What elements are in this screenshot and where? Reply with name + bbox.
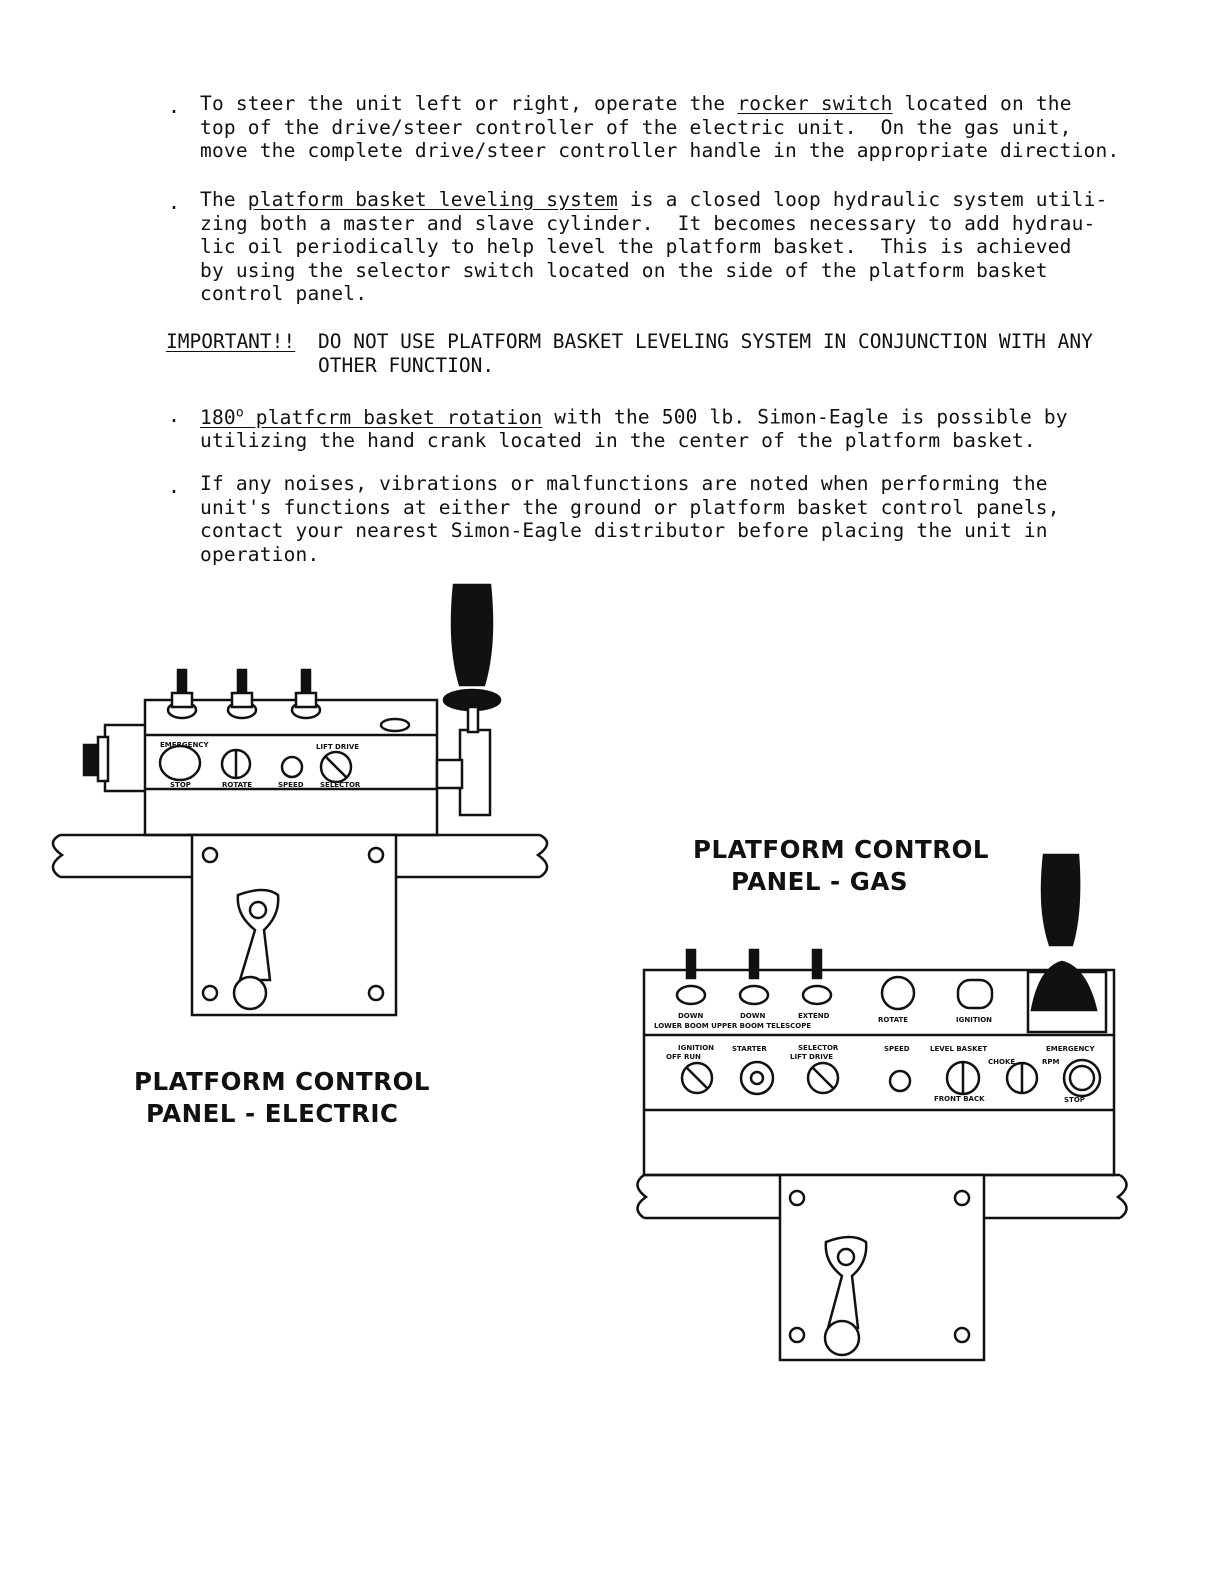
text: The [200,188,248,211]
caption-line: PANEL - GAS [731,867,908,896]
underlined-term: platform basket leveling system [247,188,618,211]
underlined-term: rocker switch [737,92,893,115]
paragraph-leveling: The platform basket leveling system is a… [200,188,1140,306]
bullet-dot: . [168,94,181,118]
toggle-switch-icon [801,948,833,1006]
paragraph-malfunctions: If any noises, vibrations or malfunction… [200,472,1060,566]
text: 180 [200,405,236,429]
caption-line: PANEL - ELECTRIC [146,1099,399,1128]
toggle-switch-icon [166,668,198,720]
speed-knob-icon [888,1069,912,1093]
label-down: DOWN [678,1012,703,1020]
label-ignition: IGNITION [956,1016,992,1024]
toggle-switch-icon [226,668,258,720]
underlined-term: 180o platfcrm basket rotation [200,405,543,429]
gas-caption: PLATFORM CONTROL PANEL - GAS [693,834,989,898]
important-text: DO NOT USE PLATFORM BASKET LEVELING SYST… [318,330,1093,377]
label-ignition: IGNITION [678,1044,714,1052]
label-stop: STOP [170,781,191,789]
label-emergency: EMERGENCY [160,741,209,749]
label-lift-drive: LIFT DRIVE [790,1053,833,1061]
ignition-knob-icon [680,1061,714,1095]
label-choke: CHOKE [988,1058,1015,1066]
toggle-switch-icon [290,668,322,720]
label-down: DOWN [740,1012,765,1020]
speed-knob-icon [280,755,304,779]
label-stop: STOP [1064,1096,1085,1104]
emergency-stop-icon [1062,1058,1102,1098]
toggle-switch-icon [738,948,770,1006]
caption-line: PLATFORM CONTROL [134,1067,431,1096]
paragraph-rotation: 180o platfcrm basket rotation with the 5… [200,401,1140,453]
label-rotate: ROTATE [878,1016,908,1024]
toggle-switch-icon [675,948,707,1006]
degree: o [235,405,244,420]
text: with the 500 lb. Simon-Eagle is possible… [200,405,1068,453]
text: is a closed loop hydraulic system utili-… [200,188,1108,305]
label-row1: LOWER BOOM UPPER BOOM TELESCOPE [654,1022,811,1030]
selector-knob-icon [806,1061,840,1095]
important-label: IMPORTANT!! [166,330,296,353]
hand-crank-icon [236,888,280,982]
label-rpm: RPM [1042,1058,1060,1066]
text: platfcrm basket rotation [243,405,543,429]
selector-knob-icon [319,750,353,784]
label-starter: STARTER [732,1045,767,1053]
label-speed: SPEED [278,781,304,789]
paragraph-steering: To steer the unit left or right, operate… [200,92,1140,163]
label-selector: SELECTOR [798,1044,839,1052]
gas-panel-illustration: DOWN DOWN EXTEND LOWER BOOM UPPER BOOM T… [636,853,1128,1362]
label-rotate: ROTATE [222,781,252,789]
text: located on the top of the drive/steer co… [200,92,1120,162]
label-level-basket: LEVEL BASKET [930,1045,987,1053]
joystick-handle-icon [450,583,494,687]
bullet-dot: . [168,190,181,214]
caption-line: PLATFORM CONTROL [693,835,990,864]
label-emergency: EMERGENCY [1046,1045,1095,1053]
bullet-dot: . [168,474,181,498]
joystick-handle-icon [1040,853,1081,947]
hand-crank-icon [824,1235,868,1330]
rotate-knob-icon [880,975,916,1011]
label-lift-drive: LIFT DRIVE [316,743,359,751]
label-front-back: FRONT BACK [934,1095,985,1103]
emergency-stop-icon [158,744,202,782]
label-speed: SPEED [884,1045,910,1053]
electric-panel-illustration: EMERGENCY STOP ROTATE SPEED LIFT DRIVE S… [51,583,549,1017]
bullet-dot: . [168,403,181,427]
label-extend: EXTEND [798,1012,830,1020]
starter-button-icon [739,1060,775,1096]
label-off-run: OFF RUN [666,1053,701,1061]
text: To steer the unit left or right, operate… [200,92,738,115]
label-selector: SELECTOR [320,781,361,789]
ignition-light-icon [956,978,994,1010]
electric-caption: PLATFORM CONTROL PANEL - ELECTRIC [134,1066,430,1130]
